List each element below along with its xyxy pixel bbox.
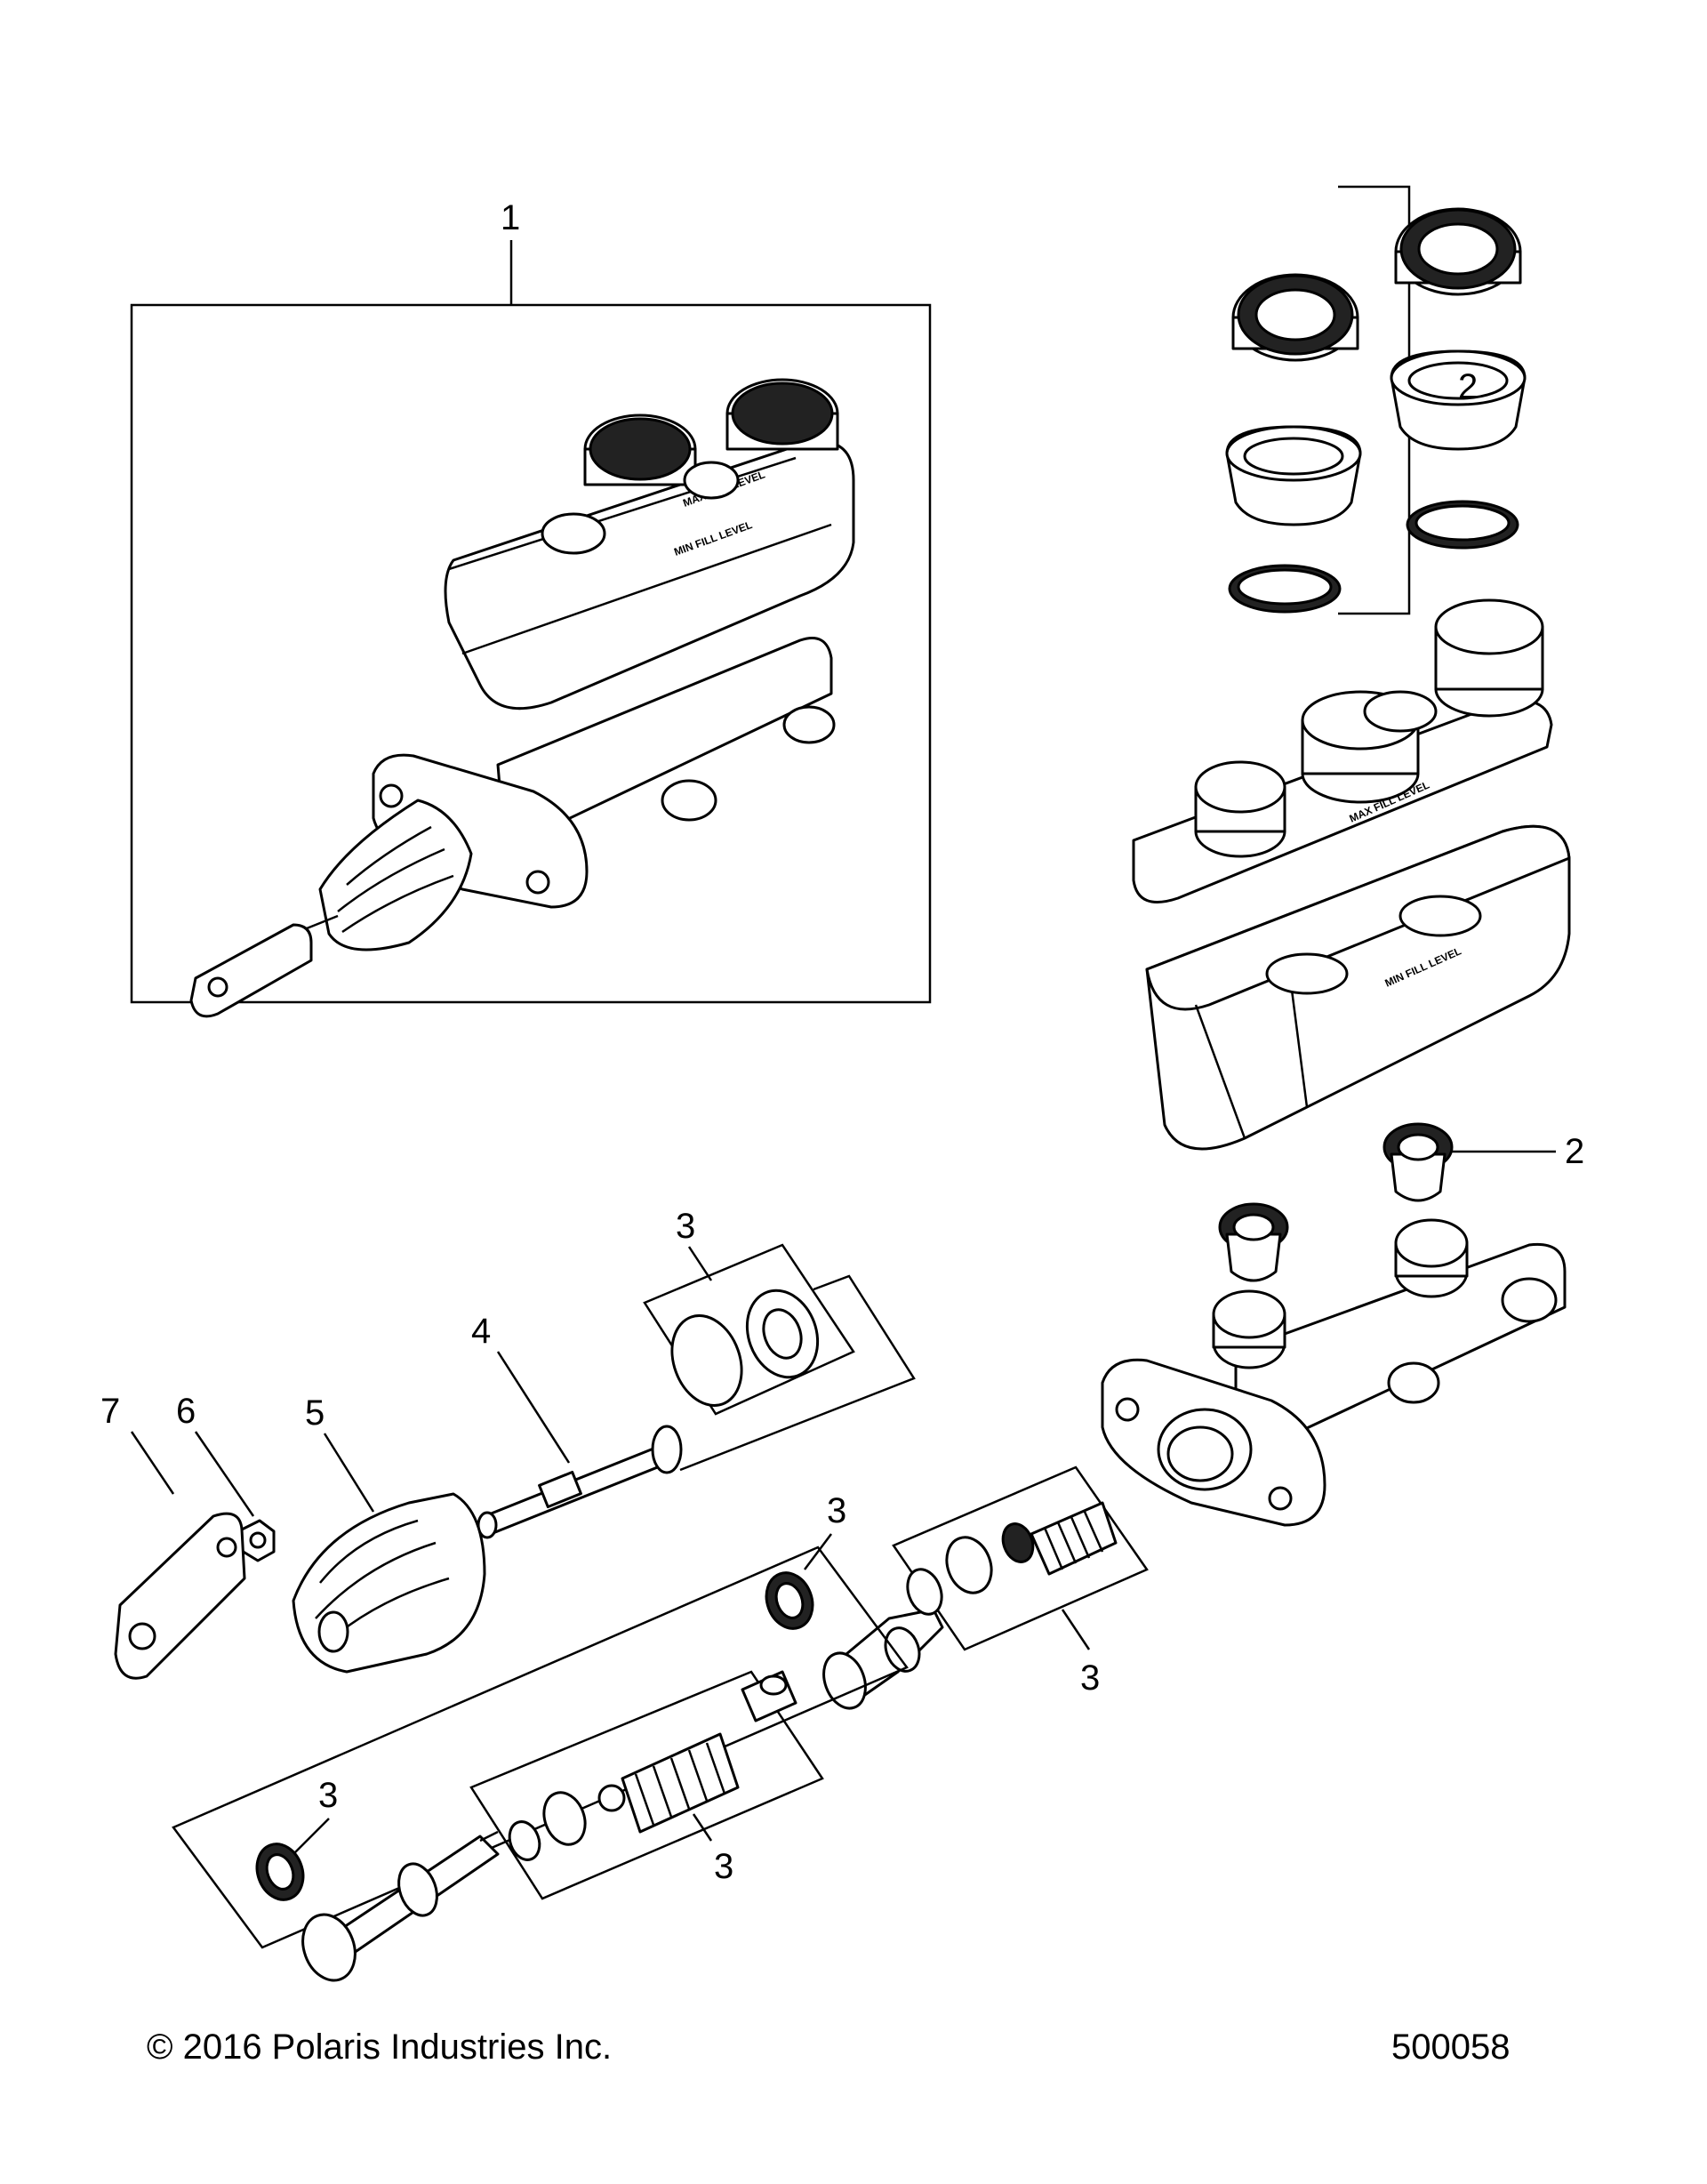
callout-3e-leader [692,1813,713,1842]
callout-7-leader [130,1431,175,1495]
callout-3c: 3 [1080,1658,1100,1698]
callout-4-leader [496,1351,571,1464]
reservoir-cap-kit-group [1225,185,1527,615]
callout-1: 1 [501,198,520,237]
secondary-piston-group [765,1533,944,1710]
reservoir-grommets [1218,1122,1556,1282]
callout-3d-leader [293,1818,330,1855]
assembled-reservoir [444,440,855,711]
assembled-cap-left-top [589,417,692,481]
callout-3a-leader [687,1246,713,1281]
primary-piston-kit [172,1546,909,1982]
secondary-spring-kit [892,1465,1149,1651]
callout-2b: 2 [1565,1132,1584,1171]
callout-5-leader [323,1433,375,1513]
cylinder-body [1101,1218,1567,1527]
secondary-spring-kit-frame [892,1465,1149,1651]
assembly-frame [130,303,932,1004]
drawing-number: 500058 [1391,2027,1511,2067]
retaining-ring-kit [643,1243,916,1472]
callout-2a: 2 [1458,367,1478,406]
push-rod [477,1351,683,1539]
callout-3b: 3 [827,1491,846,1530]
primary-spring-kit [469,1670,824,1900]
dust-boot [292,1433,486,1674]
master-cylinder-assembly-group: MAX FILL LEVEL MIN FILL LEVEL [130,240,932,1018]
callout-3c-leader [1061,1609,1091,1650]
primary-piston-kit-frame [172,1546,909,1949]
callout-3a: 3 [676,1207,695,1246]
callout-3e: 3 [714,1847,733,1886]
clevis [114,1431,246,1680]
assembled-boot [318,799,473,951]
return-spring-secondary [1030,1501,1118,1576]
assembled-cap-right-top [731,381,834,446]
callout-4: 4 [471,1312,491,1351]
callout-6-leader [194,1431,255,1517]
callout-3d: 3 [318,1776,338,1815]
callout-5: 5 [305,1393,325,1433]
callout-6: 6 [176,1392,196,1431]
callout-labels: 1 2 2 3 3 3 3 3 4 5 6 7 [100,198,1584,1886]
reservoir-lid: MAX FILL LEVEL [1132,598,1553,903]
callout-7: 7 [100,1392,120,1431]
reservoir-body: MIN FILL LEVEL [1145,824,1571,1151]
primary-spring-kit-frame [469,1670,824,1900]
copyright-notice: © 2016 Polaris Industries Inc. [147,2027,613,2067]
callout-3b-leader [804,1533,832,1570]
retaining-ring [670,1314,743,1407]
